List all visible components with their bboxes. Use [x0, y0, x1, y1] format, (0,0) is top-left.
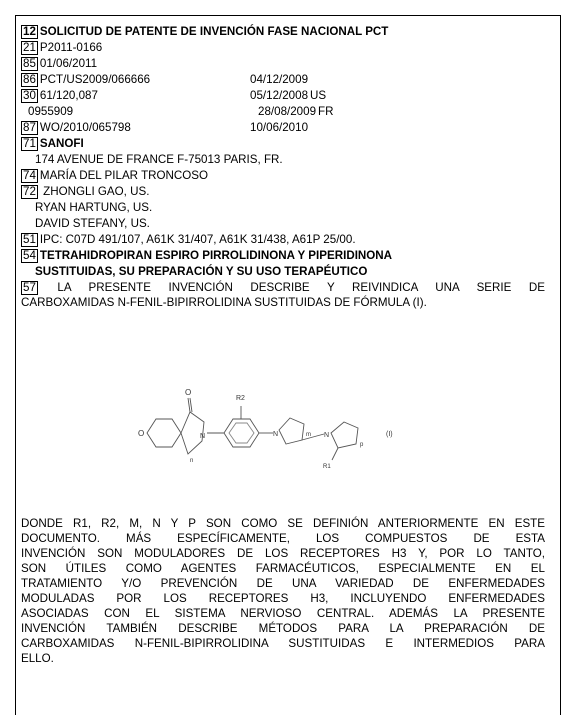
- r1-label: R1: [323, 464, 331, 470]
- chemical-structure-formula: O O N n R2 N m N p R1 (I): [138, 388, 393, 470]
- priority-number: 0955909: [28, 105, 74, 118]
- document-frame: [15, 15, 561, 715]
- field-code: 21: [21, 41, 38, 55]
- pyrrolidine-nitrogen-label: N: [273, 431, 278, 438]
- publication-date: 10/06/2010: [250, 121, 309, 134]
- abstract-line: ASOCIADAS CON EL SISTEMA NERVIOSO CENTRA…: [21, 607, 545, 620]
- field-code: 30: [21, 89, 38, 103]
- priority-country: FR: [318, 105, 334, 118]
- lactam-ring: [180, 411, 205, 455]
- field-code: 12: [21, 25, 38, 39]
- application-number: P2011-0166: [39, 41, 103, 54]
- applicant-name: SANOFI: [39, 137, 84, 150]
- priority-line-2: 0955909 28/08/2009 FR: [21, 104, 521, 119]
- field-code: 87: [21, 121, 38, 135]
- applicant-address: 174 AVENUE DE FRANCE F-75013 PARIS, FR.: [35, 153, 283, 166]
- document-title: SOLICITUD DE PATENTE DE INVENCIÓN FASE N…: [39, 25, 389, 38]
- abstract-line: DONDE R1, R2, M, N Y P SON COMO SE DEFIN…: [21, 517, 545, 530]
- publication-number: WO/2010/065798: [39, 121, 131, 134]
- field-code: 85: [21, 57, 38, 71]
- subscript-m-label: m: [306, 432, 311, 438]
- tetrahydropyran-ring: [146, 418, 182, 448]
- abstract-body: DONDE R1, R2, M, N Y P SON COMO SE DEFIN…: [21, 516, 545, 666]
- abstract-line: INVENCIÓN TAMBIÉN DESCRIBE MÉTODOS PARA …: [21, 622, 545, 635]
- field-code: 54: [21, 249, 38, 263]
- abstract-line: DOCUMENTO. MÁS ESPECÍFICAMENTE, LOS COMP…: [21, 532, 545, 545]
- inventor-name: ZHONGLI GAO, US.: [43, 185, 150, 198]
- ipc-classification: IPC: C07D 491/107, A61K 31/407, A61K 31/…: [39, 233, 356, 246]
- subscript-p-label: p: [360, 442, 364, 448]
- r1-bond: [331, 447, 339, 461]
- abstract-line: MODULADAS POR LOS RECEPTORES H3, INCLUYE…: [21, 592, 545, 605]
- subscript-n-label: n: [190, 458, 193, 464]
- abstract-line: TRATAMIENTO Y/O PREVENCIÓN DE UNA VARIED…: [21, 577, 545, 590]
- abstract-line: SON ÚTILES COMO AGENTES FARMACÉUTICOS, E…: [21, 562, 545, 575]
- formula-number-label: (I): [386, 431, 393, 438]
- inventor-line-1: 72 ZHONGLI GAO, US.: [21, 184, 149, 199]
- r2-label: R2: [236, 395, 245, 402]
- abstract-intro-line: CARBOXAMIDAS N-FENIL-BIPIRROLIDINA SUSTI…: [21, 296, 427, 309]
- field-code: 72: [21, 185, 38, 199]
- inventor-name: DAVID STEFANY, US.: [35, 217, 150, 230]
- field-code: 57: [21, 281, 38, 295]
- field-code: 71: [21, 137, 38, 151]
- ring-oxygen-label: O: [138, 429, 144, 438]
- abstract-line: INVENCIÓN SON MODULADORES DE LOS RECEPTO…: [21, 547, 545, 560]
- priority-country: US: [310, 89, 327, 102]
- agent-name: MARÍA DEL PILAR TRONCOSO: [39, 169, 209, 182]
- pyrrolidine-ring-1: [278, 417, 305, 445]
- field-code: 86: [21, 73, 38, 87]
- field-code: 74: [21, 169, 38, 183]
- carbonyl-bond: [187, 397, 191, 413]
- priority-date: 05/12/2008: [250, 89, 309, 102]
- invention-title-line-2: SUSTITUIDAS, SU PREPARACIÓN Y SU USO TER…: [35, 265, 368, 278]
- pyrrolidine-ring-2: [330, 421, 359, 449]
- abstract-line: CARBOXAMIDAS N-FENIL-BIPIRROLIDINA SUSTI…: [21, 637, 545, 650]
- invention-title: TETRAHIDROPIRAN ESPIRO PIRROLIDINONA Y P…: [39, 249, 393, 262]
- abstract-line: ELLO.: [21, 652, 54, 665]
- pct-date: 04/12/2009: [250, 73, 309, 86]
- field-code: 51: [21, 233, 38, 247]
- abstract-intro-line: 57 LA PRESENTE INVENCIÓN DESCRIBE Y REIV…: [21, 281, 545, 295]
- abstract-intro: 57 LA PRESENTE INVENCIÓN DESCRIBE Y REIV…: [21, 280, 545, 310]
- priority-number: 61/120,087: [39, 89, 98, 102]
- pyrrolidine-nitrogen-label: N: [324, 432, 329, 439]
- lactam-nitrogen-label: N: [200, 433, 205, 440]
- inventor-name: RYAN HARTUNG, US.: [35, 201, 153, 214]
- carbonyl-oxygen-label: O: [185, 388, 191, 397]
- pct-number: PCT/US2009/066666: [39, 73, 151, 86]
- priority-date: 28/08/2009: [258, 105, 317, 118]
- national-phase-date: 01/06/2011: [39, 57, 98, 70]
